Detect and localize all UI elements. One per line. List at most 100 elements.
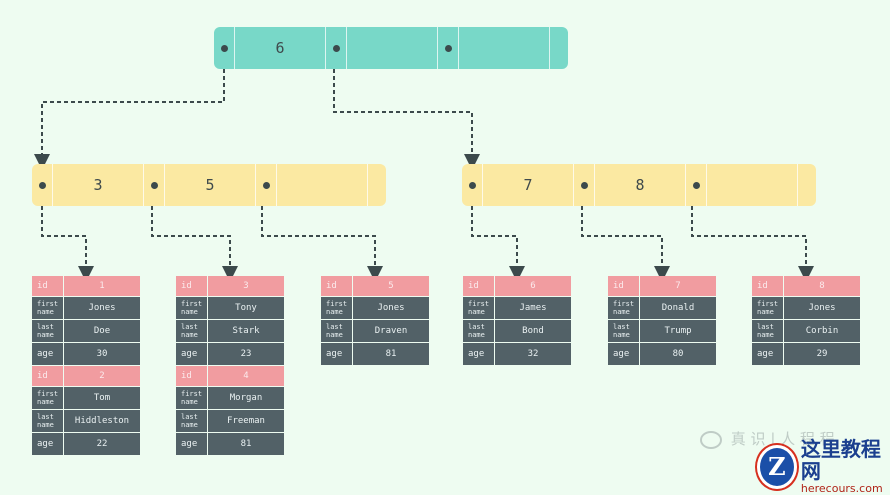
watermark-text: 真 识 | ⼈ 程 程 xyxy=(730,430,835,448)
field-value: Morgan xyxy=(229,393,263,403)
field-value: Doe xyxy=(93,326,111,336)
field-value: 29 xyxy=(816,349,828,359)
field-value: 80 xyxy=(672,349,684,359)
child-pointer xyxy=(325,27,346,69)
field-value: 2 xyxy=(99,371,105,381)
field-value: Stark xyxy=(232,326,260,336)
arrow-root-left xyxy=(34,48,225,170)
first-name-row: first name Jones xyxy=(752,297,860,320)
child-pointer xyxy=(32,164,52,206)
field-label: first name xyxy=(608,297,640,319)
field-label: id xyxy=(32,276,64,296)
field-label: id xyxy=(176,276,208,296)
field-label: age xyxy=(176,433,208,455)
arrow-branch-to-leaf xyxy=(41,185,94,282)
field-value: 1 xyxy=(99,281,105,291)
first-name-row: first name Morgan xyxy=(176,387,284,410)
pointer-dot xyxy=(580,181,588,189)
field-label: last name xyxy=(321,320,353,342)
field-label: last name xyxy=(608,320,640,342)
field-value: Tom xyxy=(93,393,111,403)
wechat-icon xyxy=(700,430,722,449)
child-pointer xyxy=(573,164,594,206)
field-value: Tony xyxy=(235,303,257,313)
field-value: 8 xyxy=(819,281,825,291)
arrow-root-right xyxy=(333,48,480,170)
child-pointer xyxy=(685,164,706,206)
field-value: 23 xyxy=(240,349,252,359)
field-label: last name xyxy=(176,410,208,432)
field-label: last name xyxy=(752,320,784,342)
field-label: first name xyxy=(32,297,64,319)
node-key xyxy=(706,164,797,206)
id-row: id 6 xyxy=(463,276,571,297)
field-value: 81 xyxy=(385,349,397,359)
field-label: age xyxy=(608,343,640,365)
field-value: 30 xyxy=(96,349,108,359)
field-value: 4 xyxy=(243,371,249,381)
arrow-branch-to-leaf xyxy=(261,185,383,282)
field-label: last name xyxy=(463,320,495,342)
node-key: 5 xyxy=(164,164,255,206)
field-value: 7 xyxy=(675,281,681,291)
child-pointer xyxy=(462,164,482,206)
field-value: 22 xyxy=(96,439,108,449)
field-value: James xyxy=(519,303,547,313)
field-value: Jones xyxy=(808,303,836,313)
logo-name: 这里教程网 xyxy=(800,437,881,483)
node-key xyxy=(458,27,549,69)
field-value: 6 xyxy=(530,281,536,291)
field-label: age xyxy=(321,343,353,365)
child-pointer xyxy=(437,27,458,69)
arrow-branch-to-leaf xyxy=(151,185,238,282)
pointer-arrows xyxy=(34,48,814,282)
child-pointer xyxy=(255,164,276,206)
trailing-pointer-slot xyxy=(367,164,386,206)
pointer-dot xyxy=(38,181,46,189)
field-label: id xyxy=(463,276,495,296)
node-key xyxy=(346,27,437,69)
field-value: Jones xyxy=(377,303,405,313)
field-value: 3 xyxy=(243,281,249,291)
field-value: Donald xyxy=(661,303,695,313)
field-value: Trump xyxy=(664,326,692,336)
first-name-row: first name James xyxy=(463,297,571,320)
field-label: first name xyxy=(752,297,784,319)
first-name-row: first name Jones xyxy=(321,297,429,320)
pointer-dot xyxy=(468,181,476,189)
field-label: id xyxy=(176,366,208,386)
field-label: first name xyxy=(176,387,208,409)
field-label: first name xyxy=(321,297,353,319)
field-value: Jones xyxy=(88,303,116,313)
last-name-row: last name Trump xyxy=(608,320,716,343)
field-label: age xyxy=(463,343,495,365)
id-row: id 1 xyxy=(32,276,140,297)
pointer-dot xyxy=(332,44,340,52)
field-label: first name xyxy=(463,297,495,319)
field-label: id xyxy=(321,276,353,296)
first-name-row: first name Jones xyxy=(32,297,140,320)
